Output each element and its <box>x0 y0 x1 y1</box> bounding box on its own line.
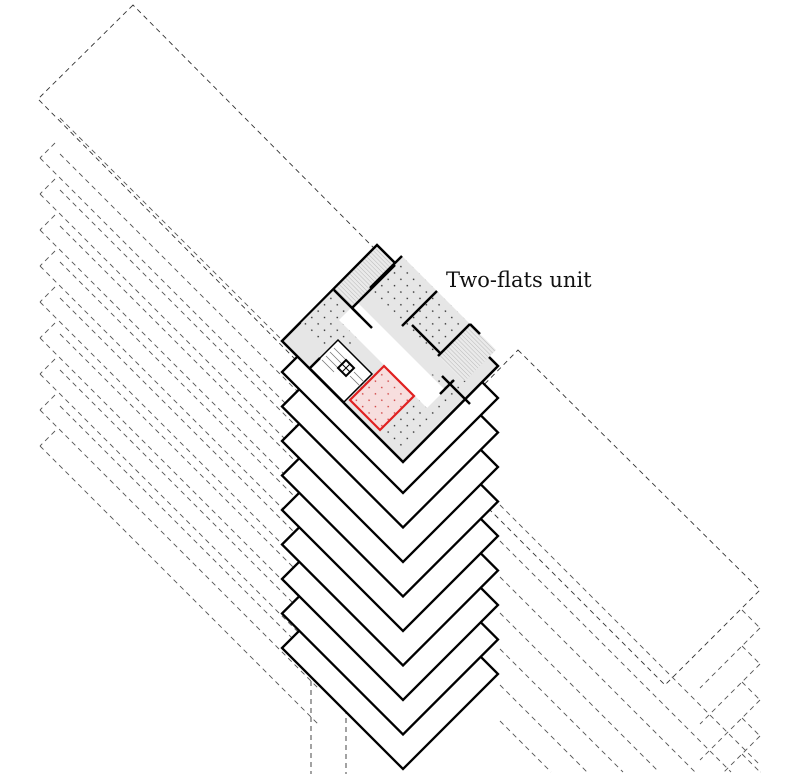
context-strip <box>499 540 732 773</box>
room <box>335 247 395 307</box>
context-strip <box>741 753 761 773</box>
context-strip <box>499 504 761 766</box>
interior-walls <box>309 255 481 405</box>
context-strips <box>39 117 761 773</box>
elevator-icon <box>336 358 356 378</box>
context-strip <box>39 322 56 339</box>
context-strip <box>39 193 321 475</box>
context-strip <box>39 178 56 195</box>
two-flats-unit <box>280 243 500 464</box>
unit-label: Two-flats unit <box>446 268 592 292</box>
context-strip <box>741 681 761 701</box>
context-strip <box>59 405 331 677</box>
stairs-icon <box>321 347 367 389</box>
context-strip <box>499 720 552 773</box>
context-strip <box>499 576 696 773</box>
context-strip <box>741 717 761 737</box>
context-strip <box>39 142 56 159</box>
context-strip <box>59 261 331 533</box>
context-strip <box>699 627 761 689</box>
context-strip <box>699 663 761 725</box>
context-strip <box>741 645 761 665</box>
context-strip <box>39 286 56 303</box>
room <box>301 290 370 359</box>
context-strip <box>39 358 56 375</box>
context-strip <box>59 369 331 641</box>
room <box>372 372 470 449</box>
context-strip <box>59 297 331 569</box>
context-strip <box>39 430 56 447</box>
context-strip <box>39 250 56 267</box>
stacked-units <box>280 352 500 771</box>
context-strip <box>39 157 321 439</box>
corridor <box>339 302 445 408</box>
context-strip <box>59 153 331 425</box>
context-strip <box>39 265 321 547</box>
context-strip <box>39 214 56 231</box>
context-strip <box>59 225 331 497</box>
highlighted-room <box>348 364 416 432</box>
context-strip <box>59 333 331 605</box>
context-strip <box>39 445 321 727</box>
context-strip <box>39 301 321 583</box>
context-strip <box>741 609 761 629</box>
room <box>438 324 496 382</box>
context-strip <box>59 189 331 461</box>
context-strip <box>499 612 660 773</box>
context-strip <box>499 648 624 773</box>
context-strip <box>39 409 321 691</box>
context-strip <box>39 229 321 511</box>
context-strip <box>699 699 761 761</box>
context-strip <box>39 337 321 619</box>
context-strip <box>499 684 588 773</box>
context-strip <box>39 373 321 655</box>
context-strip <box>39 394 56 411</box>
